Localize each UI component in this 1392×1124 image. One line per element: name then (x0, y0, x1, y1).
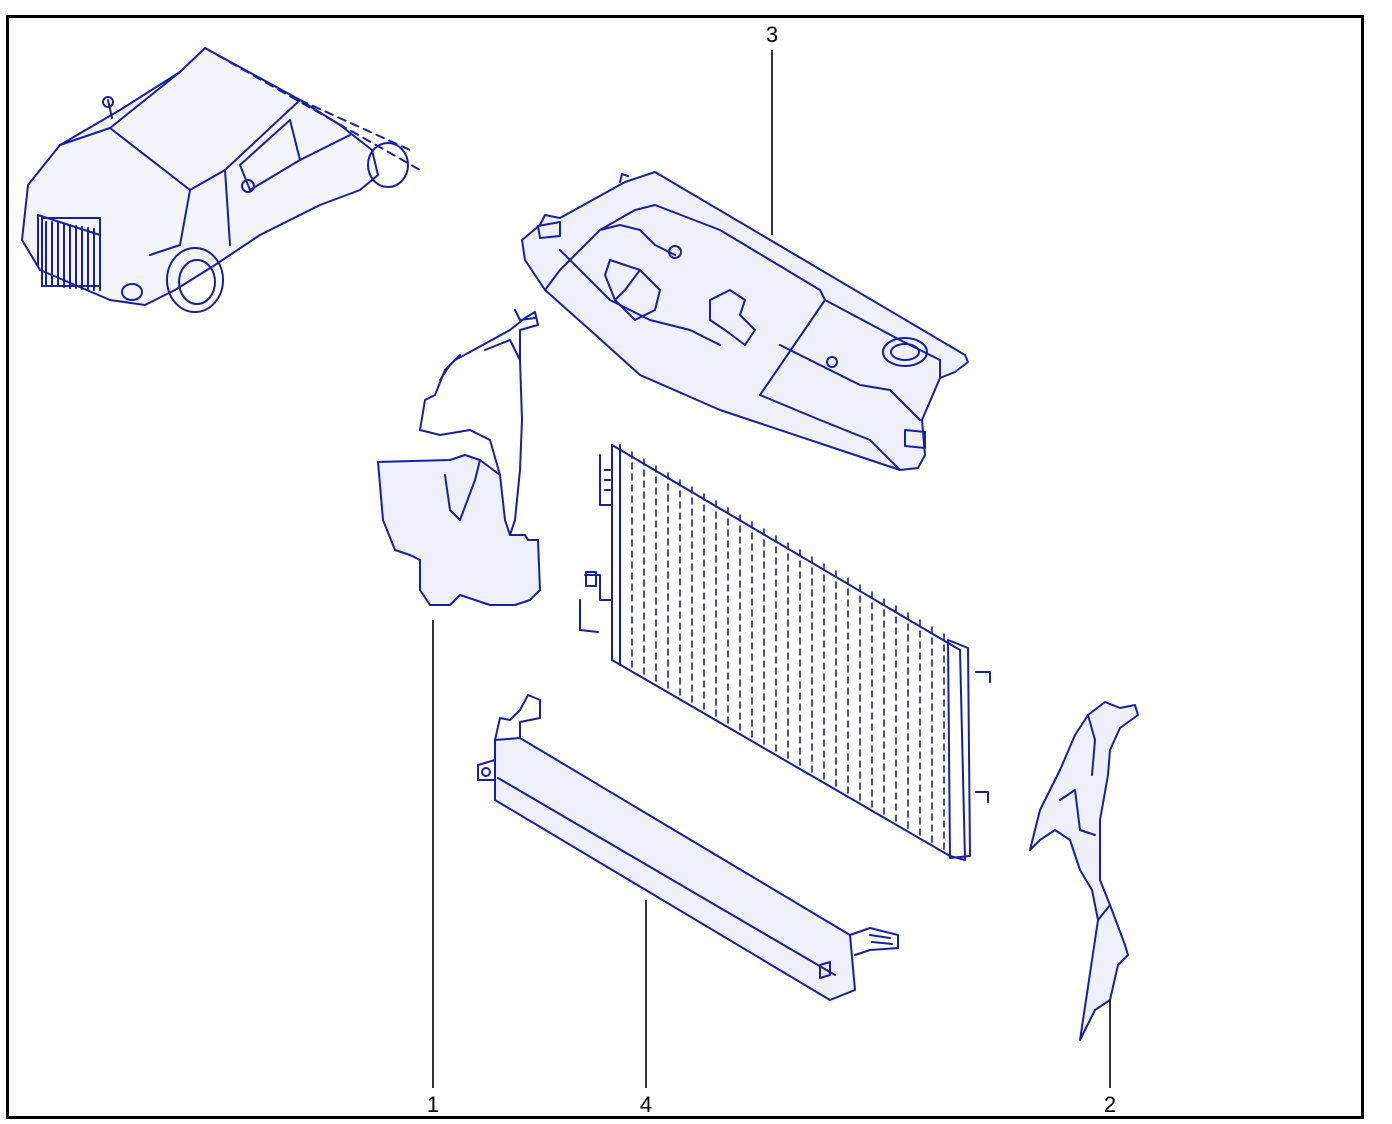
left-air-deflector (377, 309, 541, 606)
lower-air-guide (477, 694, 899, 1001)
callout-4: 4 (639, 1092, 653, 1117)
upper-air-guide (521, 171, 969, 471)
callout-3: 3 (765, 22, 779, 47)
callout-1: 1 (426, 1092, 440, 1117)
car-icon (21, 47, 421, 313)
callout-2: 2 (1103, 1092, 1117, 1117)
leader-lines (432, 50, 1111, 1088)
condenser (579, 444, 991, 861)
right-air-deflector (1029, 701, 1139, 1041)
